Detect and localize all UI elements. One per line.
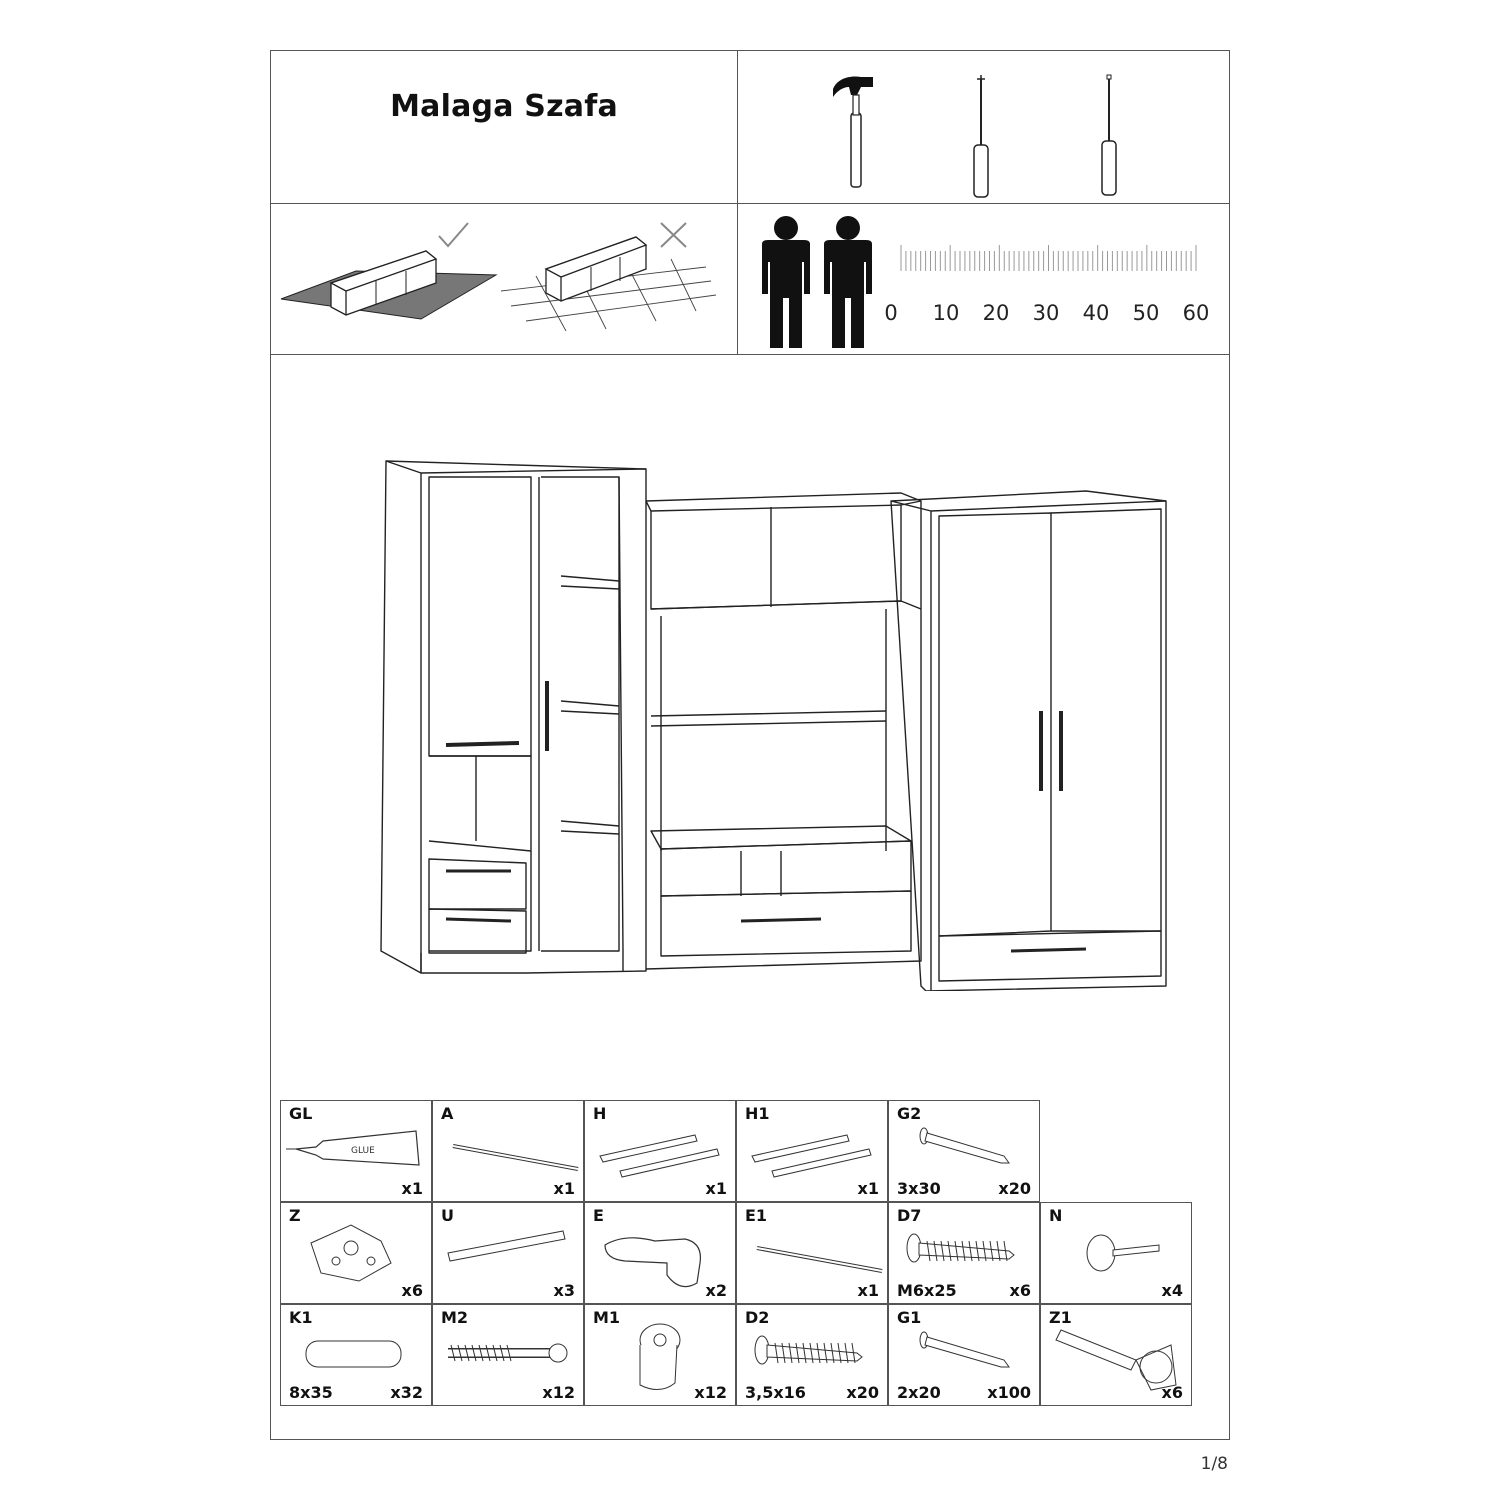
glue-label: GLUE: [351, 1146, 375, 1156]
time-scale-label: 10: [932, 301, 960, 325]
part-code: D7: [897, 1206, 922, 1225]
two-persons-icon: [762, 216, 872, 348]
part-code: D2: [745, 1308, 770, 1327]
nail-icon: [919, 1331, 1010, 1368]
time-scale-label: 0: [884, 301, 898, 325]
rod-holder-icon: [604, 1237, 702, 1288]
part-code: H1: [745, 1104, 770, 1123]
part-k1: K1 8x35 x32: [280, 1304, 432, 1406]
check-icon: [438, 222, 469, 248]
part-quantity: x100: [987, 1383, 1031, 1402]
part-g2: G2 3x30 x20: [888, 1100, 1040, 1202]
part-quantity: x12: [542, 1383, 575, 1402]
foot-glide-icon: [1086, 1234, 1160, 1272]
part-quantity: x4: [1161, 1281, 1183, 1300]
instruction-sheet: Malaga Szafa: [270, 50, 1230, 1440]
part-code: G1: [897, 1308, 922, 1327]
part-e1: E1 x1: [736, 1202, 888, 1304]
rod-icon: [756, 1246, 883, 1273]
glue-tube-icon: GLUE: [286, 1130, 420, 1166]
drawer-rails-icon: [751, 1134, 872, 1178]
part-g1: G1 2x20 x100: [888, 1304, 1040, 1406]
part-code: Z: [289, 1206, 301, 1225]
time-ruler: [900, 245, 1197, 271]
part-size: 8x35: [289, 1383, 333, 1402]
part-size: M6x25: [897, 1281, 957, 1300]
part-code: GL: [289, 1104, 313, 1123]
time-scale-label: 60: [1182, 301, 1210, 325]
hammer-icon: [833, 76, 873, 188]
part-quantity: x1: [553, 1179, 575, 1198]
phillips-screwdriver-icon: [973, 75, 989, 198]
divider: [271, 203, 1229, 204]
part-code: N: [1049, 1206, 1063, 1225]
hinge-plate-icon: [310, 1224, 392, 1282]
wall-unit-illustration: [380, 460, 1167, 991]
part-code: E: [593, 1206, 604, 1225]
part-m1: M1 x12: [584, 1304, 736, 1406]
part-quantity: x2: [705, 1281, 727, 1300]
part-quantity: x1: [401, 1179, 423, 1198]
flat-screwdriver-icon: [1101, 74, 1117, 196]
part-size: 2x20: [897, 1383, 941, 1402]
part-code: K1: [289, 1308, 313, 1327]
divider: [271, 354, 1229, 355]
part-size: 3x30: [897, 1179, 941, 1198]
hard-floor-icon: [500, 222, 717, 332]
part-code: A: [441, 1104, 454, 1123]
page-title: Malaga Szafa: [390, 89, 618, 124]
part-code: E1: [745, 1206, 768, 1225]
part-gl: GLUE GL x1: [280, 1100, 432, 1202]
part-quantity: x1: [857, 1179, 879, 1198]
strip-icon: [447, 1230, 566, 1262]
part-quantity: x1: [857, 1281, 879, 1300]
part-code: G2: [897, 1104, 922, 1123]
part-quantity: x20: [998, 1179, 1031, 1198]
part-quantity: x6: [1009, 1281, 1031, 1300]
part-z1: Z1 x6: [1040, 1304, 1192, 1406]
part-quantity: x3: [553, 1281, 575, 1300]
part-h1: H1 x1: [736, 1100, 888, 1202]
part-code: Z1: [1049, 1308, 1072, 1327]
cross-icon: [660, 222, 687, 248]
soft-surface-icon: [280, 222, 498, 320]
page-number: 1/8: [1200, 1454, 1228, 1474]
part-code: H: [593, 1104, 607, 1123]
part-d2: D2 3,5x16 x20: [736, 1304, 888, 1406]
cam-bolt-icon: [448, 1343, 568, 1363]
part-quantity: x1: [705, 1179, 727, 1198]
hinge-icon: [1055, 1329, 1177, 1391]
part-quantity: x20: [846, 1383, 879, 1402]
divider: [737, 51, 738, 354]
screw-icon: [906, 1233, 1015, 1263]
cam-lock-icon: [639, 1323, 681, 1390]
part-quantity: x6: [401, 1281, 423, 1300]
time-scale-label: 30: [1032, 301, 1060, 325]
part-quantity: x32: [390, 1383, 423, 1402]
part-code: M2: [441, 1308, 469, 1327]
time-scale-label: 50: [1132, 301, 1160, 325]
part-code: M1: [593, 1308, 621, 1327]
dowel-icon: [305, 1340, 402, 1368]
time-scale-label: 40: [1082, 301, 1110, 325]
rod-icon: [452, 1144, 579, 1171]
drawer-rails-icon: [599, 1134, 720, 1178]
part-m2: M2 x12: [432, 1304, 584, 1406]
time-scale-label: 20: [982, 301, 1010, 325]
part-code: U: [441, 1206, 454, 1225]
part-quantity: x12: [694, 1383, 727, 1402]
part-quantity: x6: [1161, 1383, 1183, 1402]
nail-icon: [919, 1127, 1010, 1164]
screw-icon: [754, 1335, 863, 1365]
part-size: 3,5x16: [745, 1383, 806, 1402]
